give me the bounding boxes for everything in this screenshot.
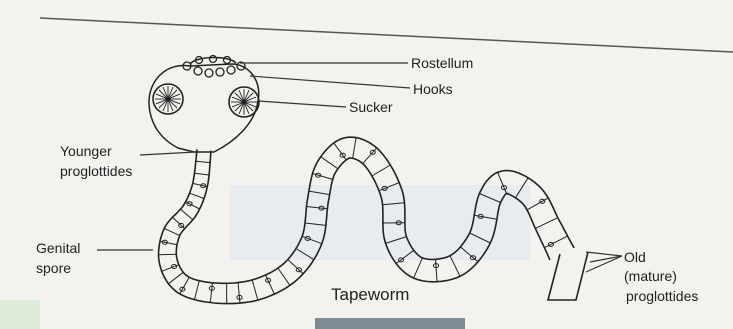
label-tapeworm-title: Tapeworm: [331, 285, 409, 304]
corner-smudge: [0, 300, 40, 329]
proglottid-divider: [159, 254, 177, 255]
label-mature: (mature): [624, 268, 677, 284]
label-spore: spore: [36, 260, 71, 276]
sucker-right: [229, 87, 259, 117]
label-sucker: Sucker: [349, 99, 393, 115]
sucker-center: [166, 97, 171, 102]
label-old: Old: [624, 249, 646, 265]
sucker-left: [153, 84, 183, 114]
label-old-proglottides: proglottides: [626, 288, 698, 304]
label-hooks: Hooks: [413, 81, 453, 97]
bottom-strip: [315, 318, 465, 329]
sucker-center: [242, 100, 247, 105]
label-genital: Genital: [36, 240, 80, 256]
label-rostellum: Rostellum: [411, 55, 473, 71]
label-younger: Younger: [60, 143, 112, 159]
label-younger-proglottides: proglottides: [60, 163, 132, 179]
